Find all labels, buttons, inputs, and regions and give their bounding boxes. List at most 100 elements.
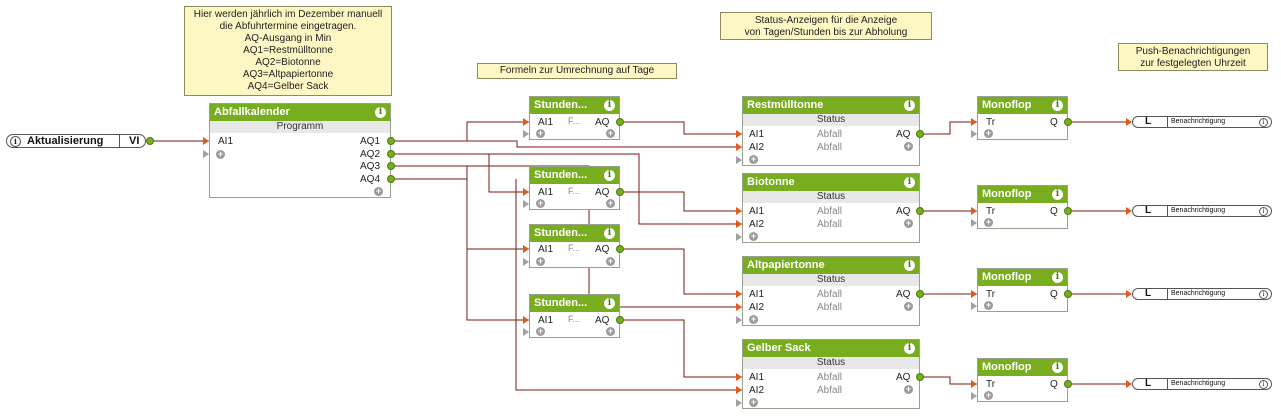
plus-icon[interactable]: + bbox=[904, 384, 913, 394]
output-benachrichtigung-2[interactable]: L Benachrichtigung i bbox=[1132, 205, 1272, 217]
output-port[interactable] bbox=[387, 137, 395, 145]
input-output-port[interactable] bbox=[146, 137, 154, 145]
output-port[interactable] bbox=[387, 150, 395, 158]
input-port[interactable] bbox=[1126, 380, 1132, 388]
output-benachrichtigung-4[interactable]: L Benachrichtigung i bbox=[1132, 378, 1272, 390]
input-port[interactable] bbox=[523, 245, 529, 253]
input-port[interactable] bbox=[736, 156, 742, 164]
info-icon[interactable]: i bbox=[1259, 290, 1268, 299]
plus-icon[interactable]: + bbox=[536, 256, 545, 266]
info-icon[interactable]: i bbox=[904, 260, 915, 271]
output-port[interactable] bbox=[1064, 290, 1072, 298]
plus-icon[interactable]: + bbox=[749, 231, 758, 241]
input-port[interactable] bbox=[971, 118, 977, 126]
output-port[interactable] bbox=[1064, 380, 1072, 388]
info-icon[interactable]: i bbox=[604, 228, 615, 239]
info-icon[interactable]: i bbox=[375, 107, 386, 118]
info-icon[interactable]: i bbox=[1052, 272, 1063, 283]
output-port[interactable] bbox=[616, 316, 624, 324]
plus-icon[interactable]: + bbox=[536, 128, 545, 138]
plus-icon[interactable]: + bbox=[984, 217, 993, 227]
plus-icon[interactable]: + bbox=[374, 186, 383, 196]
info-icon[interactable]: i bbox=[604, 298, 615, 309]
input-port[interactable] bbox=[971, 392, 977, 400]
output-port[interactable] bbox=[616, 188, 624, 196]
plus-icon[interactable]: + bbox=[606, 256, 615, 266]
info-icon[interactable]: i bbox=[904, 177, 915, 188]
info-icon[interactable]: i bbox=[1259, 207, 1268, 216]
input-port[interactable] bbox=[971, 130, 977, 138]
input-port[interactable] bbox=[736, 303, 742, 311]
info-icon[interactable]: i bbox=[1052, 362, 1063, 373]
input-port[interactable] bbox=[736, 143, 742, 151]
input-port[interactable] bbox=[736, 130, 742, 138]
info-icon[interactable]: i bbox=[604, 170, 615, 181]
input-port[interactable] bbox=[523, 188, 529, 196]
output-port[interactable] bbox=[916, 130, 924, 138]
input-port[interactable] bbox=[523, 316, 529, 324]
info-icon[interactable]: i bbox=[1052, 189, 1063, 200]
input-port[interactable] bbox=[523, 130, 529, 138]
input-port[interactable] bbox=[736, 233, 742, 241]
plus-icon[interactable]: + bbox=[984, 390, 993, 400]
plus-icon[interactable]: + bbox=[904, 301, 913, 311]
output-port[interactable] bbox=[916, 373, 924, 381]
input-port[interactable] bbox=[523, 258, 529, 266]
input-port[interactable] bbox=[1126, 207, 1132, 215]
info-icon[interactable]: i bbox=[904, 100, 915, 111]
input-port[interactable] bbox=[523, 328, 529, 336]
info-icon[interactable]: i bbox=[904, 343, 915, 354]
plus-icon[interactable]: + bbox=[216, 149, 225, 159]
plus-icon[interactable]: + bbox=[904, 141, 913, 151]
plus-icon[interactable]: + bbox=[749, 154, 758, 164]
output-benachrichtigung-1[interactable]: L Benachrichtigung i bbox=[1132, 116, 1272, 128]
input-port[interactable] bbox=[523, 200, 529, 208]
output-port[interactable] bbox=[1064, 207, 1072, 215]
block-formula-1[interactable]: Stunden...i AI1 F... AQ + + bbox=[529, 96, 620, 140]
input-port[interactable] bbox=[736, 316, 742, 324]
input-port[interactable] bbox=[1126, 290, 1132, 298]
output-port[interactable] bbox=[616, 118, 624, 126]
info-icon[interactable]: i bbox=[604, 100, 615, 111]
input-port[interactable] bbox=[736, 290, 742, 298]
input-aktualisierung[interactable]: i Aktualisierung VI bbox=[6, 134, 146, 148]
output-port[interactable] bbox=[616, 245, 624, 253]
output-benachrichtigung-3[interactable]: L Benachrichtigung i bbox=[1132, 288, 1272, 300]
input-port[interactable] bbox=[971, 219, 977, 227]
input-port[interactable] bbox=[736, 373, 742, 381]
plus-icon[interactable]: + bbox=[606, 198, 615, 208]
block-formula-4[interactable]: Stunden...i AI1 F... AQ + + bbox=[529, 294, 620, 338]
plus-icon[interactable]: + bbox=[536, 326, 545, 336]
plus-icon[interactable]: + bbox=[904, 218, 913, 228]
info-icon[interactable]: i bbox=[1052, 100, 1063, 111]
plus-icon[interactable]: + bbox=[606, 128, 615, 138]
input-port[interactable] bbox=[736, 386, 742, 394]
input-port[interactable] bbox=[203, 137, 209, 145]
input-port[interactable] bbox=[736, 399, 742, 407]
input-port[interactable] bbox=[971, 380, 977, 388]
plus-icon[interactable]: + bbox=[749, 314, 758, 324]
info-icon[interactable]: i bbox=[10, 136, 21, 147]
input-port[interactable] bbox=[971, 290, 977, 298]
plus-icon[interactable]: + bbox=[749, 397, 758, 407]
output-port[interactable] bbox=[916, 207, 924, 215]
input-port[interactable] bbox=[736, 220, 742, 228]
output-port[interactable] bbox=[387, 175, 395, 183]
output-port[interactable] bbox=[1064, 118, 1072, 126]
input-port[interactable] bbox=[971, 207, 977, 215]
plus-icon[interactable]: + bbox=[606, 326, 615, 336]
info-icon[interactable]: i bbox=[1259, 380, 1268, 389]
output-port[interactable] bbox=[916, 290, 924, 298]
plus-icon[interactable]: + bbox=[536, 198, 545, 208]
block-formula-3[interactable]: Stunden...i AI1 F... AQ + + bbox=[529, 224, 620, 268]
block-formula-2[interactable]: Stunden...i AI1 F... AQ + + bbox=[529, 166, 620, 210]
